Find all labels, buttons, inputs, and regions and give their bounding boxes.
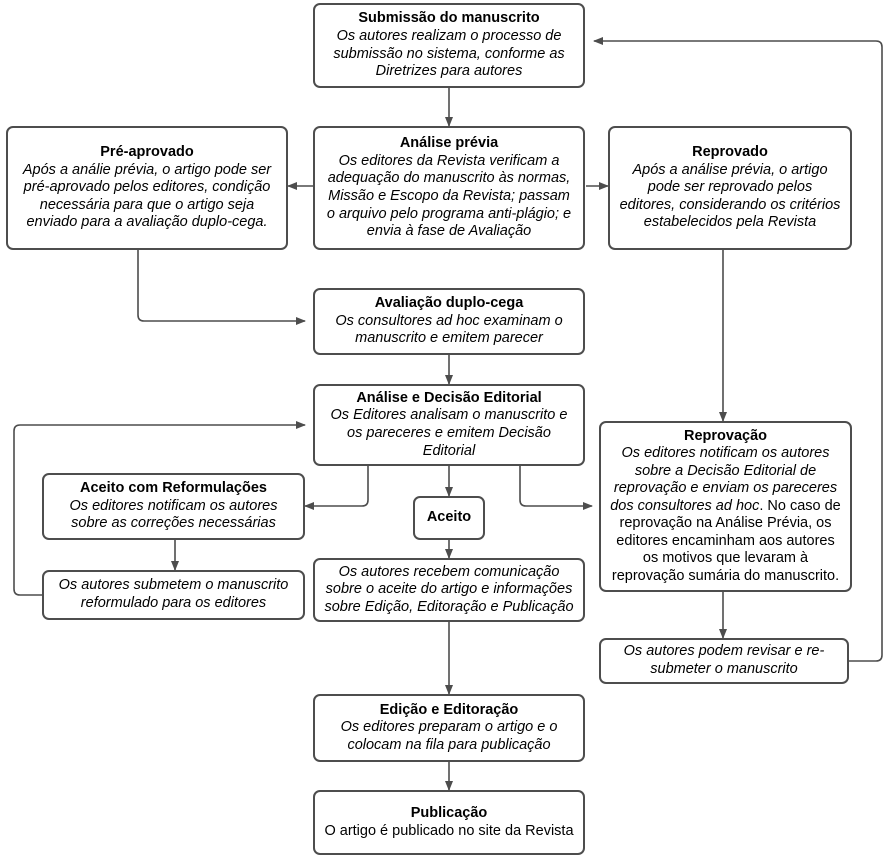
node-title: Reprovado [692,144,768,161]
node-analise-previa[interactable]: Análise prévia Os editores da Revista ve… [313,126,585,250]
node-body: Os editores da Revista verificam a adequ… [326,152,572,240]
node-body: O artigo é publicado no site da Revista [324,822,574,839]
node-title: Aceito com Reformulações [80,480,267,497]
node-title: Avaliação duplo-cega [374,295,524,312]
node-avaliacao-duplo-cega[interactable]: Avaliação duplo-cega Os consultores ad h… [313,288,585,355]
node-reprovado[interactable]: Reprovado Após a análise prévia, o artig… [608,126,852,250]
node-autores-submetem-reformulado[interactable]: Os autores submetem o manuscrito reformu… [42,570,305,620]
node-comunicacao-aceite[interactable]: Os autores recebem comunicação sobre o a… [313,558,585,622]
node-publicacao[interactable]: Publicação O artigo é publicado no site … [313,790,585,855]
node-title: Publicação [410,804,488,821]
node-body: Os Editores analisam o manuscrito e os p… [330,407,568,459]
node-analise-e-decisao-editorial[interactable]: Análise e Decisão Editorial Os Editores … [313,384,585,466]
node-title: Pré-aprovado [100,144,194,161]
node-body: Os autores podem revisar e re-submeter o… [623,643,825,677]
node-title: Submissão do manuscrito [358,10,540,27]
node-title: Análise e Decisão Editorial [356,389,542,406]
node-body: Os editores notificam os autores sobre a… [69,497,278,532]
node-body: Após a análise prévia, o artigo pode ser… [619,161,841,231]
node-body: Os autores submetem o manuscrito reformu… [58,577,289,611]
node-body: Os editores preparam o artigo e o coloca… [340,719,558,753]
node-body-roman: . No caso de reprovação na Análise Prévi… [611,497,841,584]
node-edicao-e-editoracao[interactable]: Edição e Editoração Os editores preparam… [313,694,585,762]
node-body: Os consultores ad hoc examinam o manuscr… [335,312,563,347]
node-submissao-do-manuscrito[interactable]: Submissão do manuscrito Os autores reali… [313,3,585,88]
node-reprovacao[interactable]: Reprovação Os editores notificam os auto… [599,421,852,592]
edge-decisao-reformulacoes [304,466,369,510]
node-body: Os autores realizam o processo de submis… [333,27,565,80]
node-title: Análise prévia [399,135,499,152]
node-aceito-com-reformulacoes[interactable]: Aceito com Reformulações Os editores not… [42,473,305,540]
edge-preaprovado-avaliacao [137,250,306,325]
node-aceito[interactable]: Aceito [413,496,485,540]
node-body-italic: Os editores notificam os autores sobre a… [610,445,838,514]
edge-decisao-reprovacao [519,466,593,510]
node-revisar-re-submeter[interactable]: Os autores podem revisar e re-submeter o… [599,638,849,684]
node-pre-aprovado[interactable]: Pré-aprovado Após a análie prévia, o art… [6,126,288,250]
node-title: Edição e Editoração [379,701,519,718]
node-body: Após a análie prévia, o artigo pode ser … [22,161,272,231]
node-body: Os autores recebem comunicação sobre o a… [324,563,574,615]
node-body-mixed: Os editores notificam os autores sobre a… [609,445,842,585]
node-title: Aceito [426,509,472,526]
node-title: Reprovação [683,427,767,444]
